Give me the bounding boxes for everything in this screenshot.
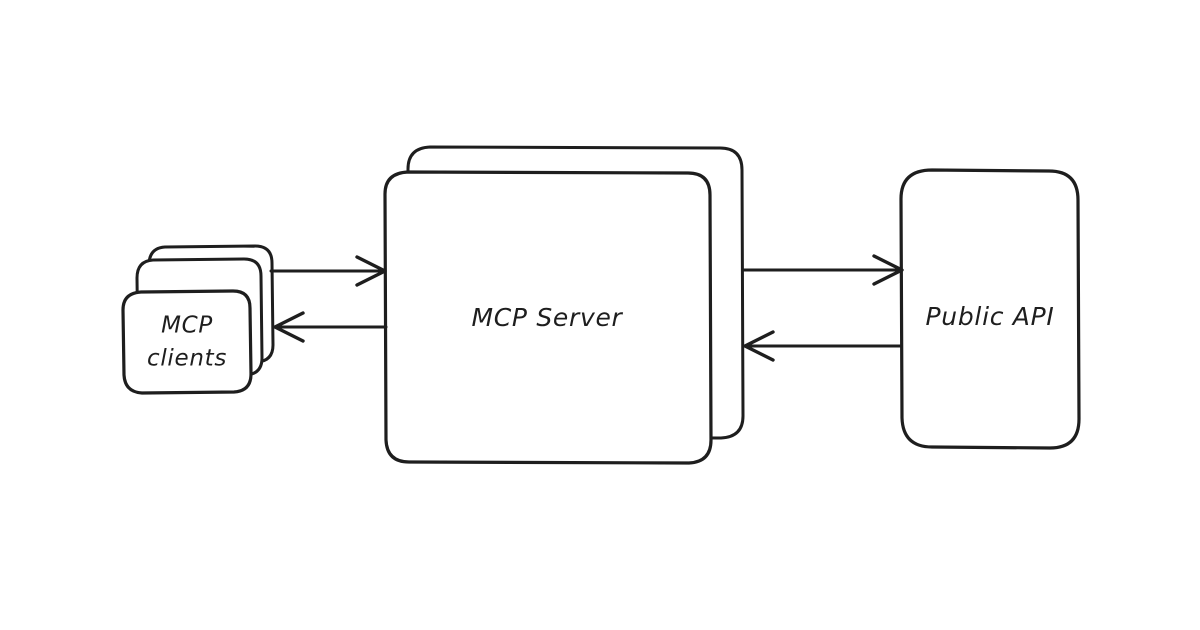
- mcp-server-box-front: [383, 170, 713, 465]
- node-mcp-server[interactable]: MCP Server: [383, 145, 745, 465]
- clients-to-server-arrowhead-icon: [355, 255, 387, 287]
- connection-server-to-api[interactable]: [741, 254, 904, 286]
- mcp-clients-label-line2: clients: [147, 346, 227, 372]
- mcp-clients-box-front: [121, 289, 253, 395]
- mcp-server-label: MCP Server: [471, 303, 623, 332]
- node-public-api[interactable]: Public API: [899, 168, 1081, 450]
- api-to-server-arrowhead-icon: [743, 330, 775, 362]
- public-api-label: Public API: [926, 302, 1055, 331]
- connection-api-to-server[interactable]: [743, 330, 903, 362]
- node-mcp-clients[interactable]: MCP clients: [121, 244, 275, 395]
- server-to-api-arrowhead-icon: [872, 254, 904, 286]
- public-api-box: [899, 168, 1081, 450]
- connection-clients-to-server[interactable]: [269, 255, 387, 287]
- connection-server-to-clients[interactable]: [273, 311, 388, 343]
- mcp-clients-label-line1: MCP: [161, 313, 213, 339]
- server-to-clients-arrowhead-icon: [273, 311, 305, 343]
